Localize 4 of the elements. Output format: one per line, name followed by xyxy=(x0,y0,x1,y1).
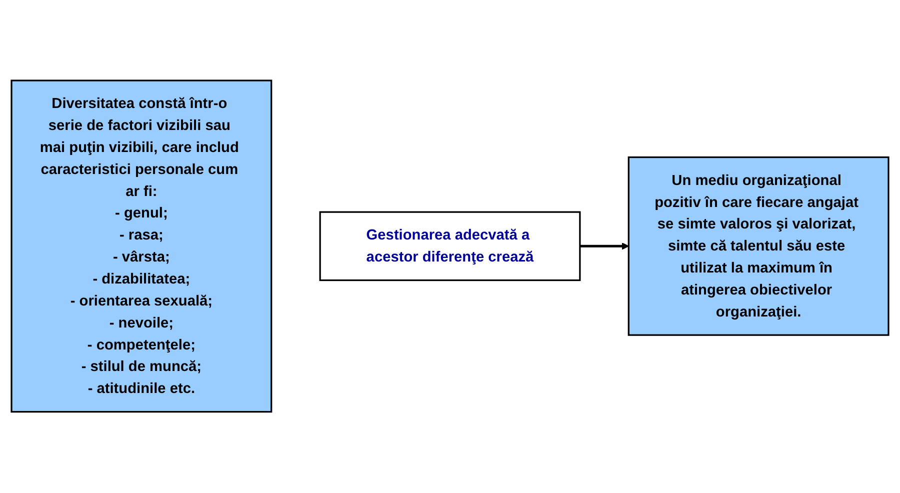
node-box: Un mediu organizaţional pozitiv în care fiecare angajat se simte valoros şi valorizat, simte că talentul său este utilizat la maximum în atingerea obiectivelor organizaţiei. xyxy=(628,156,890,336)
node-box: Gestionarea adecvată a acestor diferenţe crează xyxy=(319,212,581,282)
node-box: Diversitatea constă într-o serie de factori vizibili sau mai puţin vizibili, care includ caracteristici personale cum ar fi: - genul; - rasa; - vârsta; - dizabilitatea; - orientarea sexuală; - nevoile; - competenţele; - stilul de muncă; - atitudinile etc. xyxy=(10,80,272,413)
arrow xyxy=(580,242,629,250)
